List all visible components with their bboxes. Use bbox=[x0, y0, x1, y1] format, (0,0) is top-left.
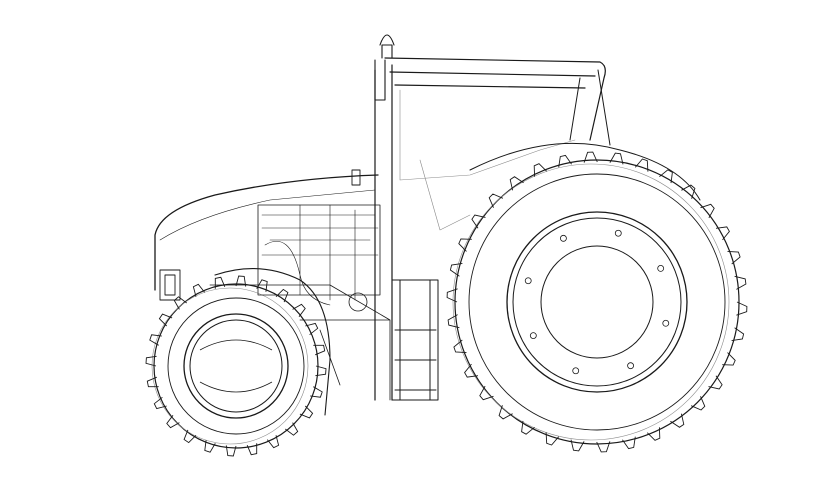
lug-bolt bbox=[627, 362, 634, 370]
hood-inner bbox=[159, 189, 376, 241]
wheel-rim bbox=[506, 211, 688, 393]
wheel-rim bbox=[540, 245, 654, 359]
lug-bolt bbox=[572, 367, 580, 375]
front-wheel bbox=[145, 275, 327, 457]
lug-bolt bbox=[524, 277, 532, 285]
front-hub-spokes bbox=[199, 339, 273, 393]
tire-inner bbox=[167, 297, 305, 435]
tire-outer bbox=[454, 159, 740, 445]
cab-roof bbox=[384, 57, 606, 141]
cab-window bbox=[399, 89, 576, 231]
grille bbox=[159, 269, 181, 301]
engine-detail bbox=[261, 204, 379, 306]
cab-rear-post bbox=[569, 69, 611, 146]
tractor-body bbox=[154, 34, 701, 416]
lug-bolt bbox=[529, 332, 537, 339]
tire-inner bbox=[468, 173, 726, 431]
hood bbox=[154, 174, 379, 291]
tire-back bbox=[452, 163, 730, 441]
lug-bolt bbox=[662, 319, 670, 327]
steps bbox=[391, 279, 439, 401]
wheel-rim bbox=[183, 313, 289, 419]
lug-bolt bbox=[657, 265, 665, 272]
lug-bolt bbox=[560, 234, 567, 242]
tire-lugs bbox=[446, 151, 748, 453]
engine-pulley bbox=[348, 292, 368, 312]
front-fender bbox=[214, 268, 331, 416]
exhaust-stack bbox=[374, 34, 395, 101]
wheel-rim bbox=[189, 319, 283, 413]
rear-wheel bbox=[446, 151, 748, 453]
tire-lugs bbox=[145, 275, 327, 457]
wheel-rim bbox=[512, 217, 682, 387]
tire-outer bbox=[153, 283, 319, 449]
engine-block bbox=[257, 204, 381, 296]
tire-back bbox=[151, 287, 309, 445]
side-light bbox=[351, 169, 361, 186]
lug-bolt bbox=[614, 229, 622, 237]
cab-front-post bbox=[374, 64, 393, 401]
fender-top bbox=[469, 142, 701, 201]
